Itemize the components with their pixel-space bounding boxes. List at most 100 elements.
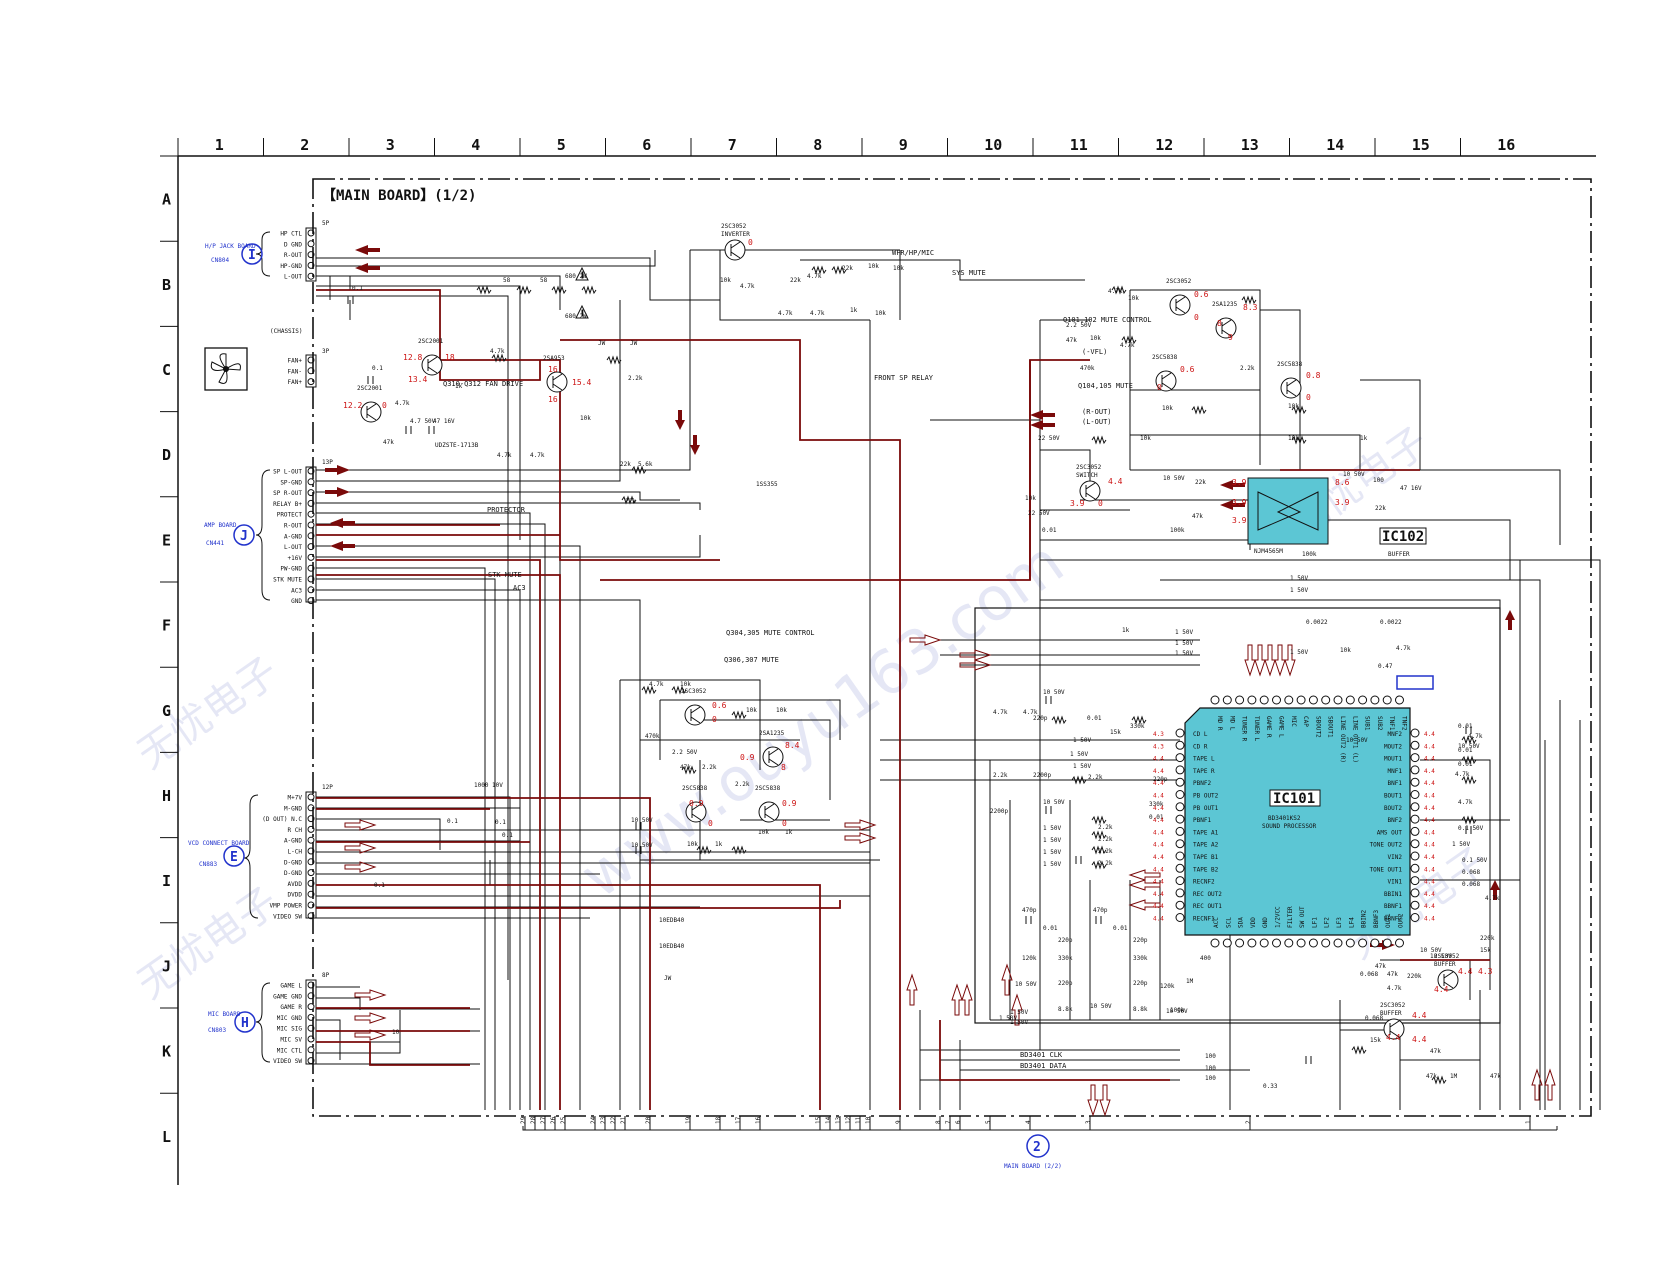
ic-pin-label: MOUT1 xyxy=(1384,756,1402,763)
ic-pin-label: TAPE L xyxy=(1193,756,1215,763)
component-value: 10 50V xyxy=(1015,981,1037,988)
protector-label: PROTECTOR xyxy=(487,506,526,514)
component-value: 4.7k xyxy=(1485,895,1500,902)
component-value: 330k xyxy=(1058,955,1073,962)
component-value: 100 xyxy=(1205,1075,1216,1082)
pin-terminal-icon xyxy=(307,825,315,833)
ic102-function: BUFFER xyxy=(1388,551,1410,558)
connector-pin-label: L-CH xyxy=(288,849,303,856)
transistor-part: 2SC5838 xyxy=(1277,361,1303,368)
transistor-icon xyxy=(546,371,568,393)
component-value: 0.1 xyxy=(502,832,513,839)
component-value: 400 xyxy=(1200,955,1211,962)
pin-terminal-icon xyxy=(307,869,315,877)
component-value: 10 50V xyxy=(1090,1003,1112,1010)
resistor-icon xyxy=(1241,295,1257,305)
component-value: 100 xyxy=(1373,477,1384,484)
component-value: 4.7k xyxy=(1120,342,1135,349)
ic-pin-label: PBNF1 xyxy=(1193,817,1211,824)
component-value: 1 50V xyxy=(1175,640,1193,647)
ic-pin-label: SCL xyxy=(1225,917,1232,928)
arrow-left-icon xyxy=(1030,420,1055,430)
connector-pin-label: MIC GND xyxy=(277,1015,303,1022)
resistor-icon xyxy=(696,845,712,855)
connector-pin-label: D GND xyxy=(284,241,302,248)
ic-pin-icon xyxy=(1382,695,1392,705)
ic-pin-label: CD R xyxy=(1193,743,1208,750)
connector-pin-label: AVDD xyxy=(288,881,303,888)
voltage-reading: 4.4 xyxy=(1458,967,1473,976)
transistor-part: 2SC2001 xyxy=(418,338,444,345)
ic-pin-icon xyxy=(1358,695,1368,705)
voltage-reading: 3.9 xyxy=(1335,498,1350,507)
grid-column-label: 4 xyxy=(471,136,480,154)
voltage-reading: 4.4 xyxy=(1424,817,1435,824)
component-value: 10 50V xyxy=(1043,799,1065,806)
component-value: 4.7k xyxy=(807,273,822,280)
block-labels: Q310-Q312 FAN DRIVE Q101,102 MUTE CONTRO… xyxy=(435,249,1152,1070)
component-value: 0.1 xyxy=(495,819,506,826)
component-value: 1 50V xyxy=(1043,861,1061,868)
component-value: 4.7k xyxy=(530,452,545,459)
voltage-reading: 4.4 xyxy=(1412,1035,1427,1044)
pin-terminal-icon xyxy=(307,793,315,801)
resistor-icon xyxy=(811,265,827,275)
r-out-label: (R-OUT) xyxy=(1082,408,1112,416)
vcd-connector: M+7VM-GND(D OUT) N.CR CHA-GNDL-CHD-GNDD-… xyxy=(188,784,333,920)
voltage-reading: 8 xyxy=(781,763,786,772)
transistor-icon xyxy=(421,354,443,376)
resistor-icon xyxy=(1291,405,1307,415)
board-outline xyxy=(312,178,1592,1117)
transistor-part: 2SC3052 xyxy=(1076,464,1102,471)
connector-pin-label: DVDD xyxy=(288,892,303,899)
connector-name: AMP BOARD xyxy=(204,522,237,529)
connector-marker: I xyxy=(248,248,256,263)
connector-marker: 2 xyxy=(1033,1140,1041,1155)
voltage-reading: 4.4 xyxy=(1153,854,1164,861)
arrow-right-icon xyxy=(325,465,350,475)
ic-pin-icon xyxy=(1410,728,1420,738)
voltage-reading: 4.3 xyxy=(1153,731,1164,738)
component-value: 10k xyxy=(1162,405,1173,412)
connector-pin-label: GND xyxy=(291,598,302,605)
arrow-up-icon xyxy=(1505,610,1515,630)
ic-pin-icon xyxy=(1210,938,1220,948)
bottom-pin-label: 23 xyxy=(600,1116,607,1124)
component-value: 15k xyxy=(1480,947,1491,954)
component-value: 22k xyxy=(790,277,801,284)
ic-pin-icon xyxy=(1272,938,1281,948)
ic-pin-icon xyxy=(1410,863,1420,873)
pin-terminal-icon xyxy=(307,251,315,259)
component-value: 10k xyxy=(1128,295,1139,302)
transistor-part: 2SC5838 xyxy=(1152,354,1178,361)
ic-pin-icon xyxy=(1175,851,1185,861)
pin-terminal-icon xyxy=(307,847,315,855)
resistor-icon xyxy=(551,285,567,295)
component-value: 10k xyxy=(720,277,731,284)
grid-frame xyxy=(160,138,1596,1185)
voltage-reading: 4.4 xyxy=(1424,805,1435,812)
pin-terminal-icon xyxy=(307,1013,315,1021)
capacitor-icon xyxy=(635,822,642,830)
pin-terminal-icon xyxy=(307,1003,315,1011)
component-value: 2.2 50V xyxy=(1066,322,1092,329)
connector-pin-label: GAME GND xyxy=(273,993,302,1000)
component-value: 470p xyxy=(1022,907,1037,914)
ic101-ref: IC101 xyxy=(1273,791,1315,807)
bottom-pin-label: 7 xyxy=(945,1120,952,1124)
connector-pin-label: FAN- xyxy=(288,368,302,375)
mute-label: Q306,307 MUTE xyxy=(724,656,779,664)
bottom-pin-label: 14 xyxy=(825,1116,832,1124)
resistor-icon xyxy=(1291,435,1307,445)
connector-pin-label: VIDEO SW xyxy=(273,913,302,920)
pin-terminal-icon xyxy=(307,378,315,386)
arrow-right-icon xyxy=(1370,940,1395,950)
ic101-sound-processor: IC101 BD3401KS2 SOUND PROCESSOR CD LCD R… xyxy=(1175,675,1434,948)
component-value: 10k xyxy=(1288,435,1299,442)
component-value: 4.7k xyxy=(490,348,505,355)
component-value: 10k xyxy=(746,707,757,714)
connector-pin-label: MIC SIG xyxy=(277,1026,303,1033)
